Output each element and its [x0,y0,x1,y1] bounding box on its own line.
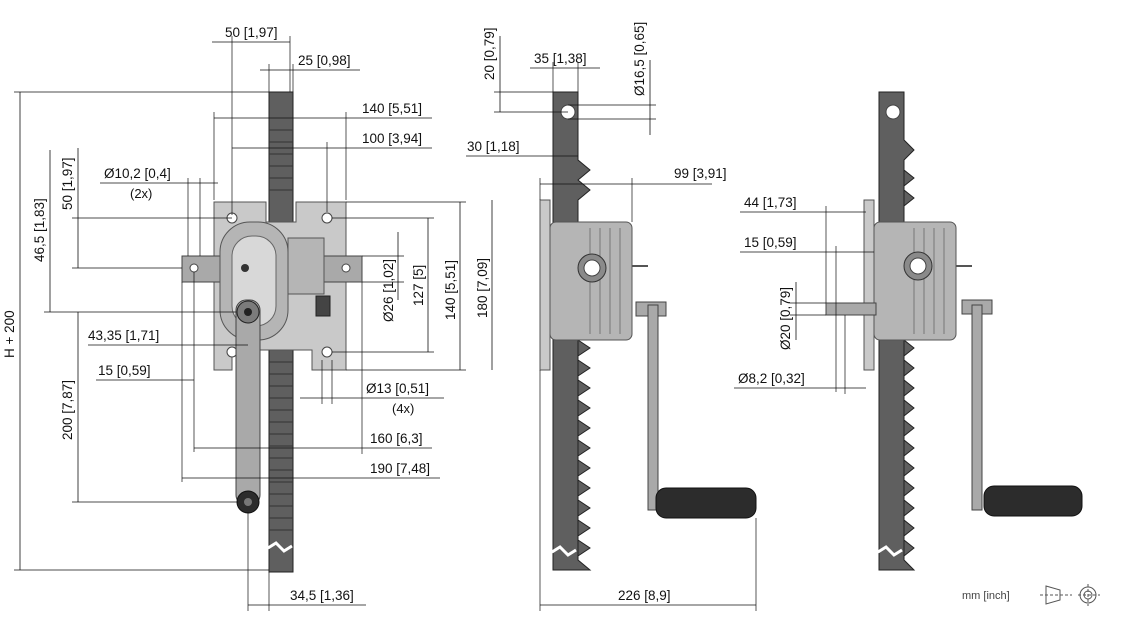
dim-20-diameter: Ø20 [0,79] [778,287,793,350]
dim-10-2: Ø10,2 [0,4] [104,166,171,181]
dim-140-vertical: 140 [5,51] [443,260,458,320]
projection-symbol-icon [1040,584,1100,606]
dim-99: 99 [3,91] [674,166,727,181]
right-shaft-hole [909,257,927,275]
right-housing-ribs [913,228,945,334]
dim-26: Ø26 [1,02] [381,259,396,322]
shaft-hole [341,263,351,273]
dim-8-2: Ø8,2 [0,32] [738,371,805,386]
side-plate [539,199,551,371]
right-housing [873,221,957,341]
dim-50-top: 50 [1,97] [225,25,278,40]
dim-H-200: H + 200 [2,310,17,358]
dim-10-2-count: (2x) [130,186,152,201]
side-view-2 [825,91,1083,571]
right-dimensions: 44 [1,73] 15 [0,59] Ø20 [0,79] Ø8,2 [0,3… [734,195,874,394]
dim-50-vertical: 50 [1,97] [60,157,75,210]
housing-screw [241,264,249,272]
dim-46-5: 46,5 [1,83] [32,198,47,262]
dim-100: 100 [3,94] [362,131,422,146]
side-crank-handle [655,487,757,519]
right-crank-arm [971,304,983,511]
dim-226: 226 [8,9] [618,588,671,603]
side-view [539,91,757,571]
dim-35: 35 [1,38] [534,51,587,66]
dim-13-count: (4x) [392,401,414,416]
right-rack-hole [885,104,901,120]
side-shaft-hole [583,259,601,277]
dim-127: 127 [5] [411,265,426,306]
right-break-mark [877,545,903,557]
dim-44: 44 [1,73] [744,195,797,210]
shaft-hole [189,263,199,273]
dim-16-5: Ø16,5 [0,65] [632,22,647,96]
right-shaft-stub [825,302,877,316]
dim-20: 20 [0,79] [482,27,497,80]
side-rack-teeth [577,339,591,557]
side-crank-arm [647,304,659,511]
front-dimensions: 50 [1,97] 25 [0,98] 140 [5,51] 100 [3,94… [2,25,493,611]
dim-43-35: 43,35 [1,71] [88,328,159,343]
crank-hub-center [244,308,252,316]
dim-200: 200 [7,87] [60,380,75,440]
dim-190: 190 [7,48] [370,461,430,476]
dim-180: 180 [7,09] [475,258,490,318]
label-plate [315,295,331,317]
dim-34-5: 34,5 [1,36] [290,588,354,603]
mount-hole [321,346,333,358]
right-plate [863,199,875,371]
units-legend: mm [inch] [962,584,1100,606]
dim-15-right: 15 [0,59] [744,235,797,250]
dim-160: 160 [6,3] [370,431,423,446]
side-block [287,237,325,295]
right-crank-handle [983,485,1083,517]
right-rack-teeth [903,168,915,558]
crank-handle-center [244,498,252,506]
crank-arm [235,299,261,506]
dim-30: 30 [1,18] [467,139,520,154]
break-mark [267,541,293,553]
dim-15-front: 15 [0,59] [98,363,151,378]
dim-25: 25 [0,98] [298,53,351,68]
side-dimensions: 20 [0,79] 35 [1,38] Ø16,5 [0,65] 30 [1,1… [466,22,757,611]
mount-hole [321,212,333,224]
units-label: mm [inch] [962,590,1010,602]
dim-13: Ø13 [0,51] [366,381,429,396]
side-break-mark [551,545,577,557]
front-view [181,91,363,573]
dim-140-horizontal: 140 [5,51] [362,101,422,116]
